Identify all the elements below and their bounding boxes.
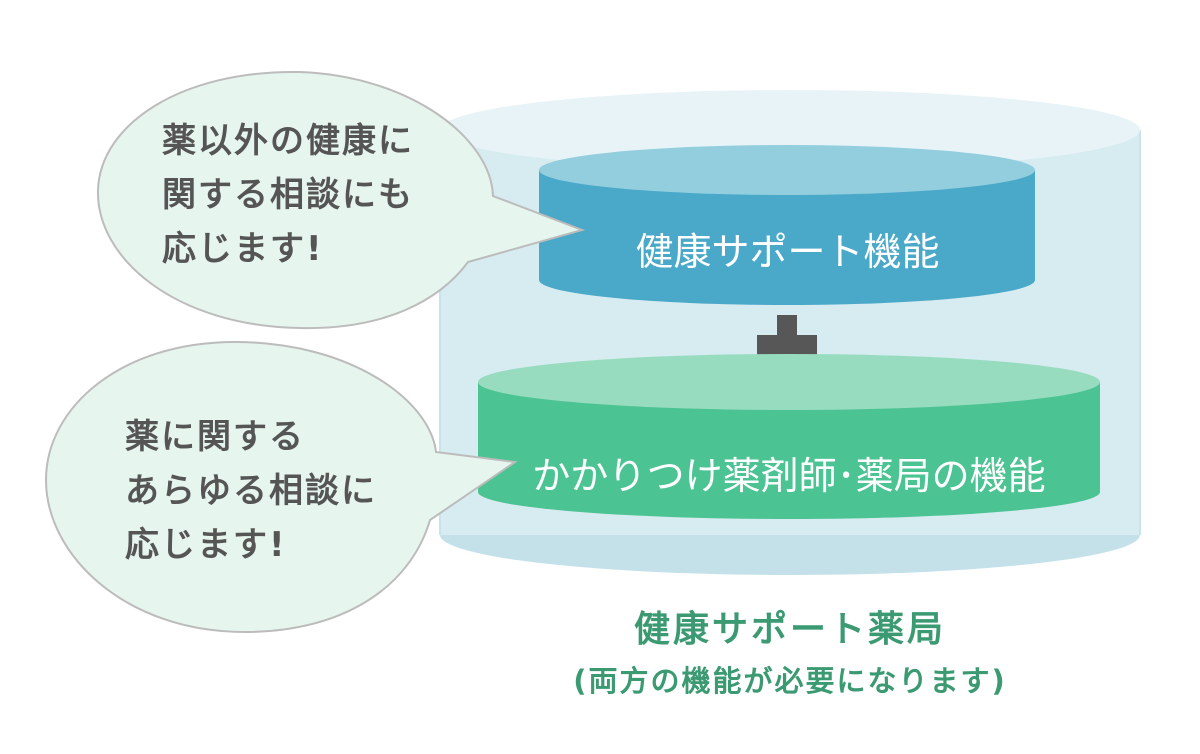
bottom-disc-top [478, 354, 1100, 410]
bubble-bottom-text: 薬に関する あらゆる相談に 応じます! [125, 410, 377, 572]
bubble-top-line: 関する相談にも [162, 175, 414, 215]
speech-bubble-top [96, 70, 586, 330]
top-disc-top [539, 145, 1035, 195]
bottom-disc-label: かかりつけ薬剤師･薬局の機能 [532, 454, 1046, 498]
bottom-disc [478, 354, 1100, 519]
caption-subtitle: (両方の機能が必要になります) [573, 664, 1007, 698]
speech-bubble-bottom [44, 340, 518, 634]
bubble-top-line: 薬以外の健康に [162, 121, 414, 161]
caption-title: 健康サポート薬局 [633, 609, 946, 650]
bubble-bottom-line: あらゆる相談に [125, 471, 377, 511]
outer-cylinder-top [440, 90, 1140, 170]
top-disc [539, 145, 1035, 305]
bubble-top-text: 薬以外の健康に 関する相談にも 応じます! [162, 114, 414, 276]
bubble-bottom-line: 応じます! [125, 525, 287, 565]
top-disc-label: 健康サポート機能 [635, 230, 940, 274]
bubble-bottom-line: 薬に関する [125, 417, 305, 457]
bubble-top-line: 応じます! [162, 229, 324, 269]
